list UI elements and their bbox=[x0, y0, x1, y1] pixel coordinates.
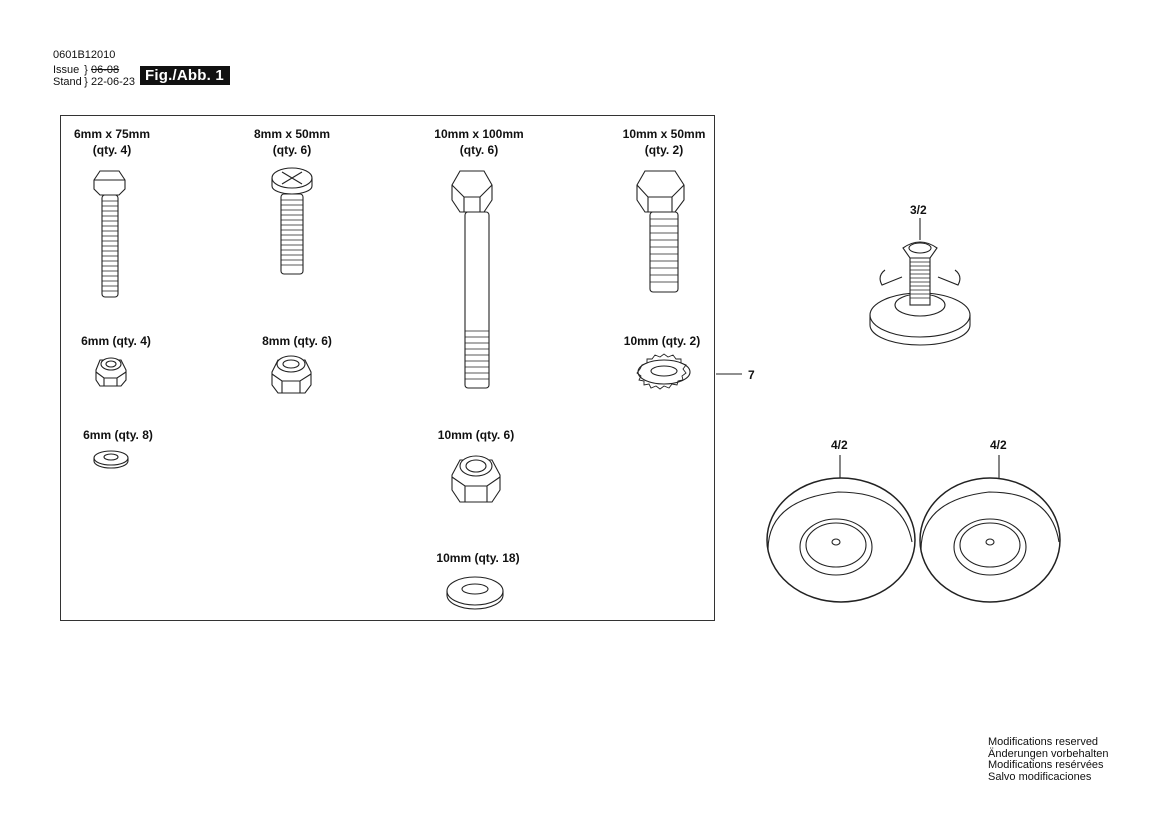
part-label-6mm-nut: 6mm (qty. 4) bbox=[81, 334, 151, 348]
hex-bolt-10x100-icon bbox=[451, 170, 493, 389]
hardware-kit-frame bbox=[60, 115, 715, 621]
hex-bolt-6x75-icon bbox=[93, 170, 126, 298]
lock-nut-10mm-icon bbox=[451, 455, 501, 503]
flat-washer-6mm-icon bbox=[93, 450, 129, 469]
lock-nut-6mm-icon bbox=[95, 357, 127, 387]
part-label-10x100: 10mm x 100mm(qty. 6) bbox=[434, 127, 524, 157]
serrated-lock-washer-10mm-icon bbox=[636, 353, 691, 390]
part-label-10mm-lockwasher: 10mm (qty. 2) bbox=[623, 334, 701, 348]
issue-stand-block: Issue } 06-08 Stand } 22-06-23 bbox=[53, 64, 136, 88]
figure-label: Fig./Abb. 1 bbox=[140, 66, 230, 85]
lock-nut-8mm-icon bbox=[271, 355, 312, 394]
document-number: 0601B12010 bbox=[53, 49, 116, 61]
part-label-10x50: 10mm x 50mm(qty. 2) bbox=[622, 127, 706, 157]
adjustable-foot-icon bbox=[869, 218, 971, 346]
part-label-10mm-nut: 10mm (qty. 6) bbox=[437, 428, 515, 442]
hex-bolt-10x50-icon bbox=[636, 170, 685, 293]
callout-3-2: 3/2 bbox=[910, 203, 927, 217]
callout-4-2-left: 4/2 bbox=[831, 438, 848, 452]
part-label-6x75: 6mm x 75mm(qty. 4) bbox=[73, 127, 151, 157]
cross-head-bolt-8x50-icon bbox=[271, 167, 313, 275]
stand-label: Stand bbox=[53, 76, 82, 88]
issue-label: Issue bbox=[53, 64, 80, 76]
part-label-8mm-nut: 8mm (qty. 6) bbox=[262, 334, 332, 348]
callout-7: 7 bbox=[748, 368, 755, 382]
callout-4-2-right: 4/2 bbox=[990, 438, 1007, 452]
modifications-notice: Modifications reserved Änderungen vorbeh… bbox=[988, 736, 1109, 783]
part-label-6mm-washer: 6mm (qty. 8) bbox=[83, 428, 153, 442]
part-label-8x50: 8mm x 50mm(qty. 6) bbox=[253, 127, 331, 157]
wheel-right-icon bbox=[919, 455, 1061, 603]
stand-value: 22-06-23 bbox=[91, 76, 136, 88]
flat-washer-10mm-icon bbox=[446, 576, 504, 610]
part-label-10mm-washer: 10mm (qty. 18) bbox=[436, 551, 520, 565]
wheel-left-icon bbox=[766, 455, 916, 603]
issue-value: 06-08 bbox=[91, 64, 120, 76]
